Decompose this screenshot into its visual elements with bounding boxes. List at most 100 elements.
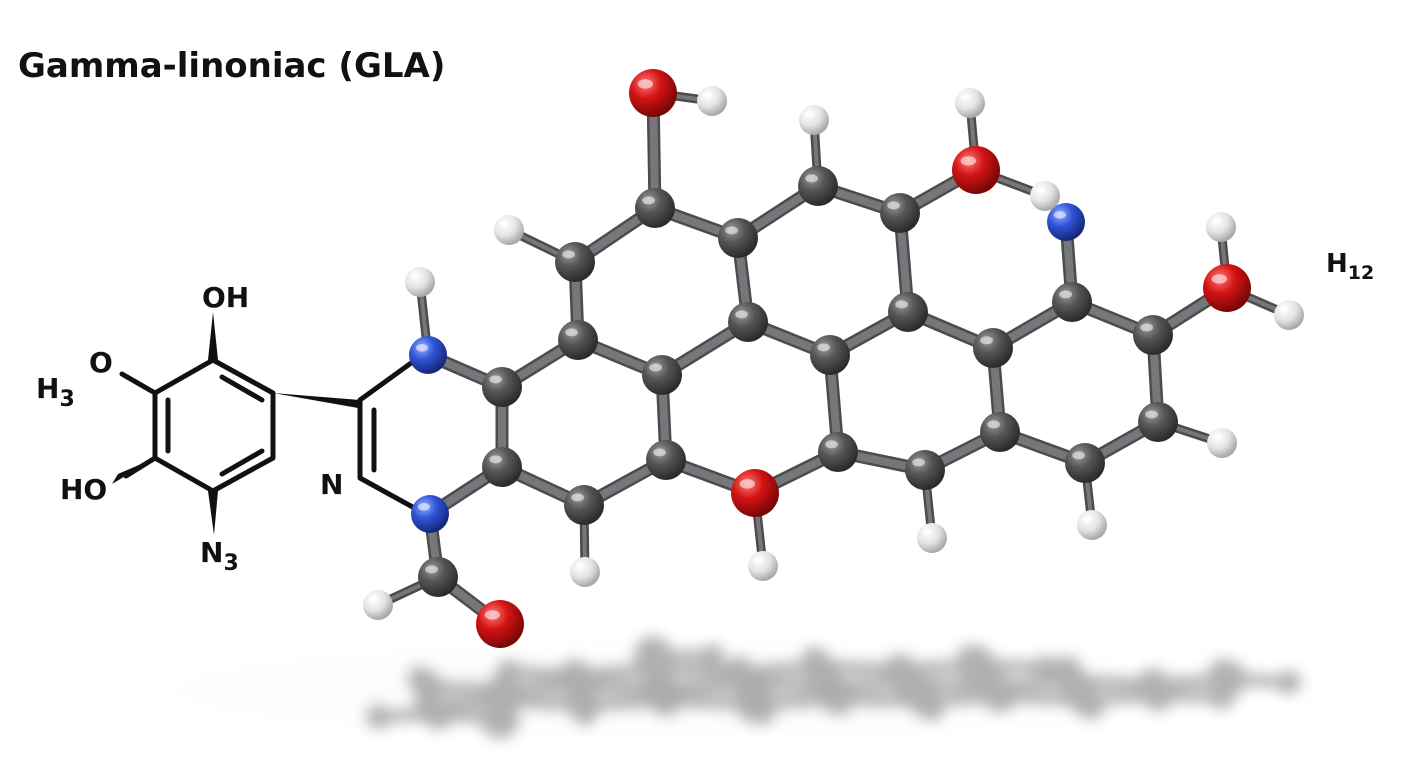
carbon-atom-c14 <box>880 193 920 233</box>
atom-highlight <box>960 156 976 166</box>
atom-highlight <box>571 493 584 502</box>
hydrogen-sphere <box>1077 510 1107 540</box>
atom-highlight <box>415 343 429 352</box>
label-ho-left: HO <box>60 473 107 506</box>
hydrogen-atom-h6 <box>1030 181 1060 211</box>
carbon-sphere <box>418 557 458 597</box>
hydrogen-atom-h11 <box>917 523 947 553</box>
carbon-atom-c5 <box>635 188 675 228</box>
shadow-atom <box>633 636 673 675</box>
shadow-atom <box>802 646 826 671</box>
hydrogen-atom-h12 <box>748 551 778 581</box>
wedge-bond-ho <box>112 458 155 484</box>
label-n3-main: N <box>200 536 223 569</box>
carbon-sphere <box>1138 402 1178 442</box>
nitrogen-atom-n1 <box>409 336 447 374</box>
hydrogen-sphere <box>955 88 985 118</box>
atom-highlight <box>1072 451 1085 460</box>
label-h3: H3 <box>36 372 75 412</box>
atom-highlight <box>1082 516 1092 523</box>
carbon-atom-c1 <box>482 367 522 407</box>
shadow-atom <box>920 696 944 721</box>
atom-highlight <box>980 336 993 345</box>
label-h3-sub: 3 <box>59 387 74 412</box>
carbon-atom-c11 <box>818 432 858 472</box>
shadow-atom <box>573 701 597 726</box>
carbon-sphere <box>888 292 928 332</box>
hydrogen-sphere <box>1206 212 1236 242</box>
carbon-sphere <box>564 485 604 525</box>
atom-highlight <box>425 565 438 574</box>
carbon-sphere <box>718 218 758 258</box>
shadow-atom <box>1209 659 1233 684</box>
hydrogen-sphere <box>570 557 600 587</box>
oxygen-sphere <box>1203 264 1251 312</box>
hydrogen-sphere <box>917 523 947 553</box>
label-h12: H12 <box>1326 249 1374 284</box>
oxygen-sphere <box>731 469 779 517</box>
atom-highlight <box>912 458 925 467</box>
hydrogen-atom-h14 <box>363 590 393 620</box>
hydrogen-atom-h13 <box>570 557 600 587</box>
oxygen-sphere <box>952 146 1000 194</box>
label-o-left: O <box>89 346 113 379</box>
atom-highlight <box>410 273 421 280</box>
label-oh-top: OH <box>202 281 249 314</box>
atom-highlight <box>562 250 575 259</box>
carbon-sphere <box>905 450 945 490</box>
atom-highlight <box>653 448 666 457</box>
atom-highlight <box>484 610 500 620</box>
skeletal-bond-o <box>119 371 158 396</box>
shadow-atom <box>366 705 390 729</box>
shadow-atom <box>1050 655 1082 687</box>
shadow-atom <box>700 644 724 669</box>
shadow-atom <box>984 680 1016 713</box>
atom-highlight <box>417 502 431 511</box>
carbon-atom-c15 <box>798 166 838 206</box>
carbon-sphere <box>728 302 768 342</box>
skeletal-ring-bond <box>357 355 421 403</box>
atom-highlight <box>895 300 908 309</box>
carbon-atom-c20 <box>1138 402 1178 442</box>
carbon-sphere <box>1065 443 1105 483</box>
carbon-atom-c18 <box>905 450 945 490</box>
wedge-bond-oh <box>208 312 218 360</box>
hydrogen-sphere <box>1030 181 1060 211</box>
carbon-atom-c21 <box>1133 315 1173 355</box>
skeletal-double-bond <box>219 374 265 403</box>
shadow-atom <box>884 653 916 686</box>
carbon-sphere <box>642 355 682 395</box>
carbon-atom-c2 <box>482 447 522 487</box>
hydrogen-sphere <box>697 86 727 116</box>
carbon-atom-c9 <box>646 440 686 480</box>
shadow-atom <box>958 644 982 669</box>
atom-highlight <box>649 363 662 372</box>
atom-highlight <box>922 529 932 536</box>
shadow-atom <box>751 700 775 725</box>
carbon-atom-c13 <box>888 292 928 332</box>
atom-highlight <box>1035 187 1045 194</box>
carbon-atom-c10 <box>564 485 604 525</box>
hydrogen-sphere <box>405 267 435 297</box>
hydrogen-sphere <box>1207 428 1237 458</box>
skeletal-structure <box>119 355 421 513</box>
diagram-title: Gamma-linoniac (GLA) <box>18 46 446 86</box>
atom-highlight <box>1053 210 1067 219</box>
shadow-atom <box>1033 655 1057 680</box>
carbon-sphere <box>810 335 850 375</box>
hydrogen-sphere <box>1274 300 1304 330</box>
atom-highlight <box>489 375 502 384</box>
atom-layer <box>363 69 1304 648</box>
hydrogen-sphere <box>363 590 393 620</box>
atom-highlight <box>368 596 379 603</box>
skeletal-double-bond <box>219 448 265 477</box>
atom-highlight <box>804 111 814 118</box>
hydrogen-atom-h7 <box>1206 212 1236 242</box>
carbon-atom-c16 <box>973 328 1013 368</box>
carbon-sphere <box>798 166 838 206</box>
atom-highlight <box>735 310 748 319</box>
atom-highlight <box>825 440 838 449</box>
nitrogen-atom-n2 <box>411 495 449 533</box>
carbon-atom-c6 <box>718 218 758 258</box>
